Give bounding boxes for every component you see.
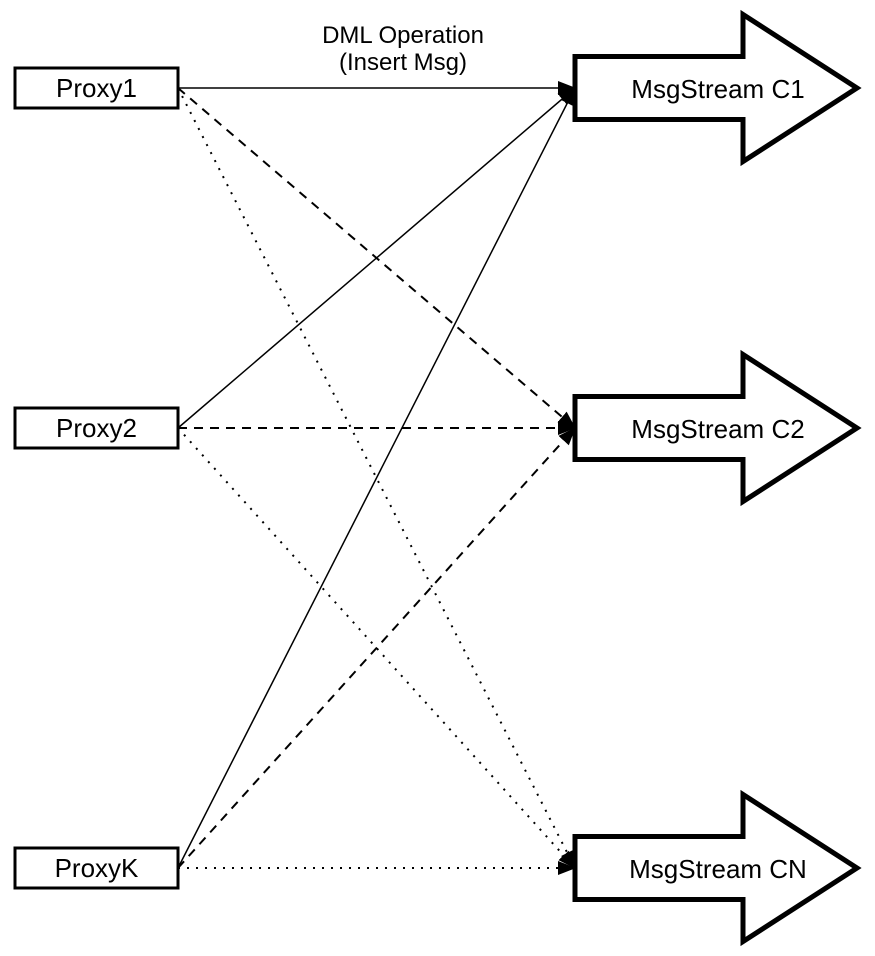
proxy-box-proxy1 (13, 66, 180, 110)
proxy-label-proxyk: ProxyK (55, 853, 139, 883)
dml-operation-label-line1: DML Operation (322, 22, 484, 49)
proxy-box-proxy2 (13, 406, 180, 450)
dml-operation-label-line2: (Insert Msg) (339, 49, 467, 76)
proxy-label-proxy1: Proxy1 (56, 73, 137, 103)
edge-proxyk-c1 (177, 87, 576, 869)
proxy-box-proxyk (13, 846, 180, 890)
proxy-label-proxy2: Proxy2 (56, 413, 137, 443)
edge-proxy2-c1 (177, 87, 576, 429)
stream-label-c2: MsgStream C2 (631, 414, 804, 444)
stream-arrow-cn (572, 789, 862, 947)
stream-arrow-c1 (572, 9, 862, 167)
stream-label-c1: MsgStream C1 (631, 74, 804, 104)
stream-label-cn: MsgStream CN (629, 854, 807, 884)
edge-proxyk-c2 (177, 427, 576, 869)
stream-arrow-c2 (572, 349, 862, 507)
edge-proxy1-cn (177, 87, 576, 869)
